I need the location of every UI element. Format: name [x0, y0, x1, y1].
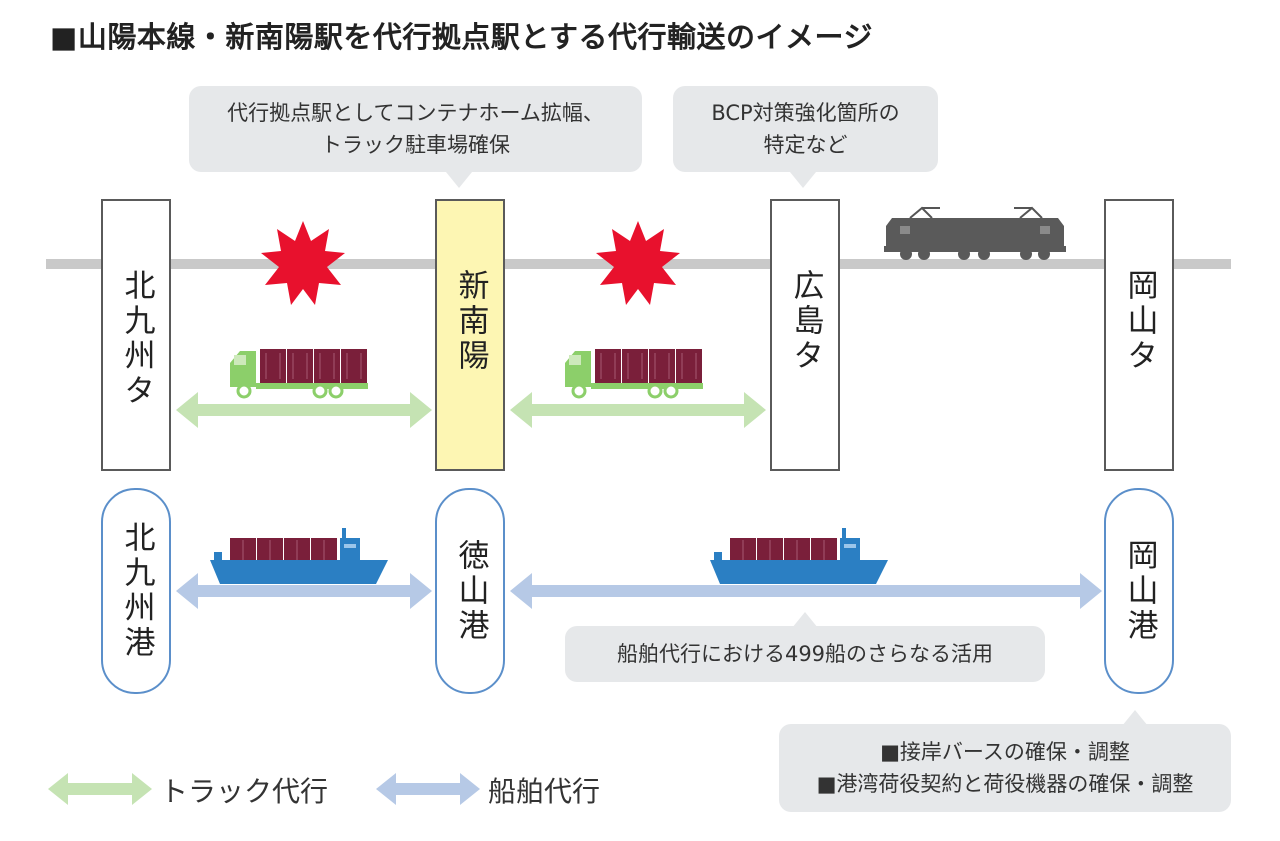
burst-icon	[261, 221, 345, 305]
ship-route-arrow	[510, 573, 1102, 609]
callout-hiroshima-line2: 特定など	[763, 133, 848, 157]
station-label: 広島タ	[787, 269, 824, 374]
legend-truck-label: トラック代行	[160, 775, 329, 808]
legend-truck-arrow-icon	[48, 773, 152, 805]
truck-icon	[230, 349, 368, 399]
truck-icon	[565, 349, 703, 399]
callout-port-line1: ■接岸バースの確保・調整	[880, 740, 1130, 764]
page-title: ■山陽本線・新南陽駅を代行拠点駅とする代行輸送のイメージ	[50, 20, 873, 54]
ship-icon	[210, 528, 388, 584]
callout-port: ■接岸バースの確保・調整 ■港湾荷役契約と荷役機器の確保・調整	[779, 710, 1231, 812]
station-okayama: 岡山タ	[1104, 199, 1174, 471]
port-label: 北九州港	[118, 521, 155, 661]
station-label: 新南陽	[452, 269, 489, 374]
burst-shape	[596, 221, 680, 305]
station-shinnanyo: 新南陽	[435, 199, 505, 471]
port-okayama: 岡山港	[1104, 488, 1174, 694]
port-tokuyama: 徳山港	[435, 488, 505, 694]
burst-shape	[261, 221, 345, 305]
callout-ship-usage-text: 船舶代行における499船のさらなる活用	[616, 642, 994, 666]
callout-hiroshima: BCP対策強化箇所の 特定など	[673, 86, 938, 188]
legend-ship-arrow-icon	[376, 773, 480, 805]
callout-ship-usage: 船舶代行における499船のさらなる活用	[565, 612, 1045, 682]
callout-hiroshima-line1: BCP対策強化箇所の	[711, 101, 900, 125]
station-label: 北九州タ	[118, 269, 155, 409]
callout-port-line2: ■港湾荷役契約と荷役機器の確保・調整	[816, 772, 1194, 796]
ship-route-arrow	[176, 573, 432, 609]
truck-route-arrow	[176, 392, 432, 428]
callout-shinnanyo-line2: トラック駐車場確保	[321, 133, 510, 157]
station-hiroshima: 広島タ	[770, 199, 840, 471]
port-kitakyushu: 北九州港	[101, 488, 171, 694]
station-label: 岡山タ	[1121, 269, 1158, 374]
burst-icon	[596, 221, 680, 305]
callout-shinnanyo: 代行拠点駅としてコンテナホーム拡幅、 トラック駐車場確保	[189, 86, 642, 188]
ship-icon	[710, 528, 888, 584]
port-label: 徳山港	[452, 538, 489, 644]
legend-ship-label: 船舶代行	[488, 775, 601, 808]
callout-shinnanyo-line1: 代行拠点駅としてコンテナホーム拡幅、	[227, 101, 604, 125]
locomotive-icon	[884, 206, 1066, 260]
station-kitakyushu: 北九州タ	[101, 199, 171, 471]
truck-route-arrow	[510, 392, 766, 428]
port-label: 岡山港	[1121, 538, 1158, 644]
